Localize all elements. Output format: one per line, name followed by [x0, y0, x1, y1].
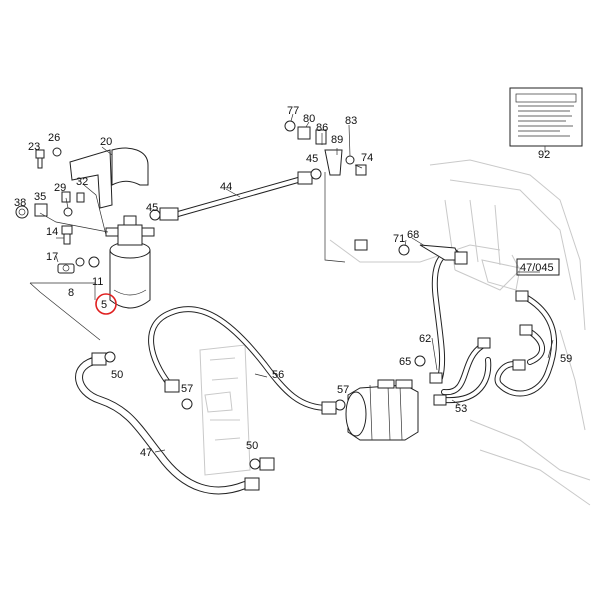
bracket-20	[69, 147, 149, 209]
callout-56: 56	[272, 369, 284, 381]
callout-83: 83	[345, 115, 357, 127]
callout-20: 20	[100, 136, 112, 148]
callout-68: 68	[407, 229, 419, 241]
callout-62: 62	[419, 333, 431, 345]
callout-5: 5	[101, 299, 107, 311]
callout-14: 14	[46, 226, 58, 238]
callout-47-045: 47/045	[520, 262, 554, 274]
callout-57-left: 57	[181, 383, 193, 395]
leader-lines	[29, 113, 554, 453]
pipe-44	[175, 177, 301, 217]
callout-71: 71	[393, 233, 405, 245]
callout-35: 35	[34, 191, 46, 203]
callout-53: 53	[455, 403, 467, 415]
callout-92: 92	[538, 149, 550, 161]
highlight-circle	[95, 293, 117, 315]
callout-77: 77	[287, 105, 299, 117]
callout-8: 8	[68, 287, 74, 299]
callout-57-right: 57	[337, 384, 349, 396]
callout-26: 26	[48, 132, 60, 144]
callout-45-left: 45	[146, 202, 158, 214]
callout-59: 59	[560, 353, 572, 365]
callout-32: 32	[76, 176, 88, 188]
callout-80: 80	[303, 113, 315, 125]
receiver-drier	[105, 215, 155, 309]
pipe-59	[494, 295, 558, 397]
callout-38: 38	[14, 197, 26, 209]
callout-89: 89	[331, 134, 343, 146]
small-parts	[15, 120, 533, 491]
ref-box-47-045	[516, 258, 560, 276]
callout-17: 17	[46, 251, 58, 263]
hose-47	[75, 356, 249, 495]
compressor	[345, 379, 419, 441]
hose-56	[148, 306, 331, 411]
callout-23: 23	[28, 141, 40, 153]
callout-50-right: 50	[246, 440, 258, 452]
pipe-62	[431, 249, 485, 396]
background-chassis	[199, 159, 591, 506]
callout-65: 65	[399, 356, 411, 368]
callout-11: 11	[92, 276, 103, 288]
callout-74: 74	[361, 152, 373, 164]
callout-47: 47	[140, 447, 152, 459]
callout-86: 86	[316, 122, 328, 134]
callout-29: 29	[54, 182, 66, 194]
pipe-53	[442, 357, 492, 404]
note-box-92	[509, 87, 583, 152]
callout-labels: 20 23 26 29 32 35 38 14 17 11 8 5 44 45 …	[14, 105, 572, 459]
callout-45-right: 45	[306, 153, 318, 165]
callout-50-left: 50	[111, 369, 123, 381]
callout-44: 44	[220, 181, 232, 193]
